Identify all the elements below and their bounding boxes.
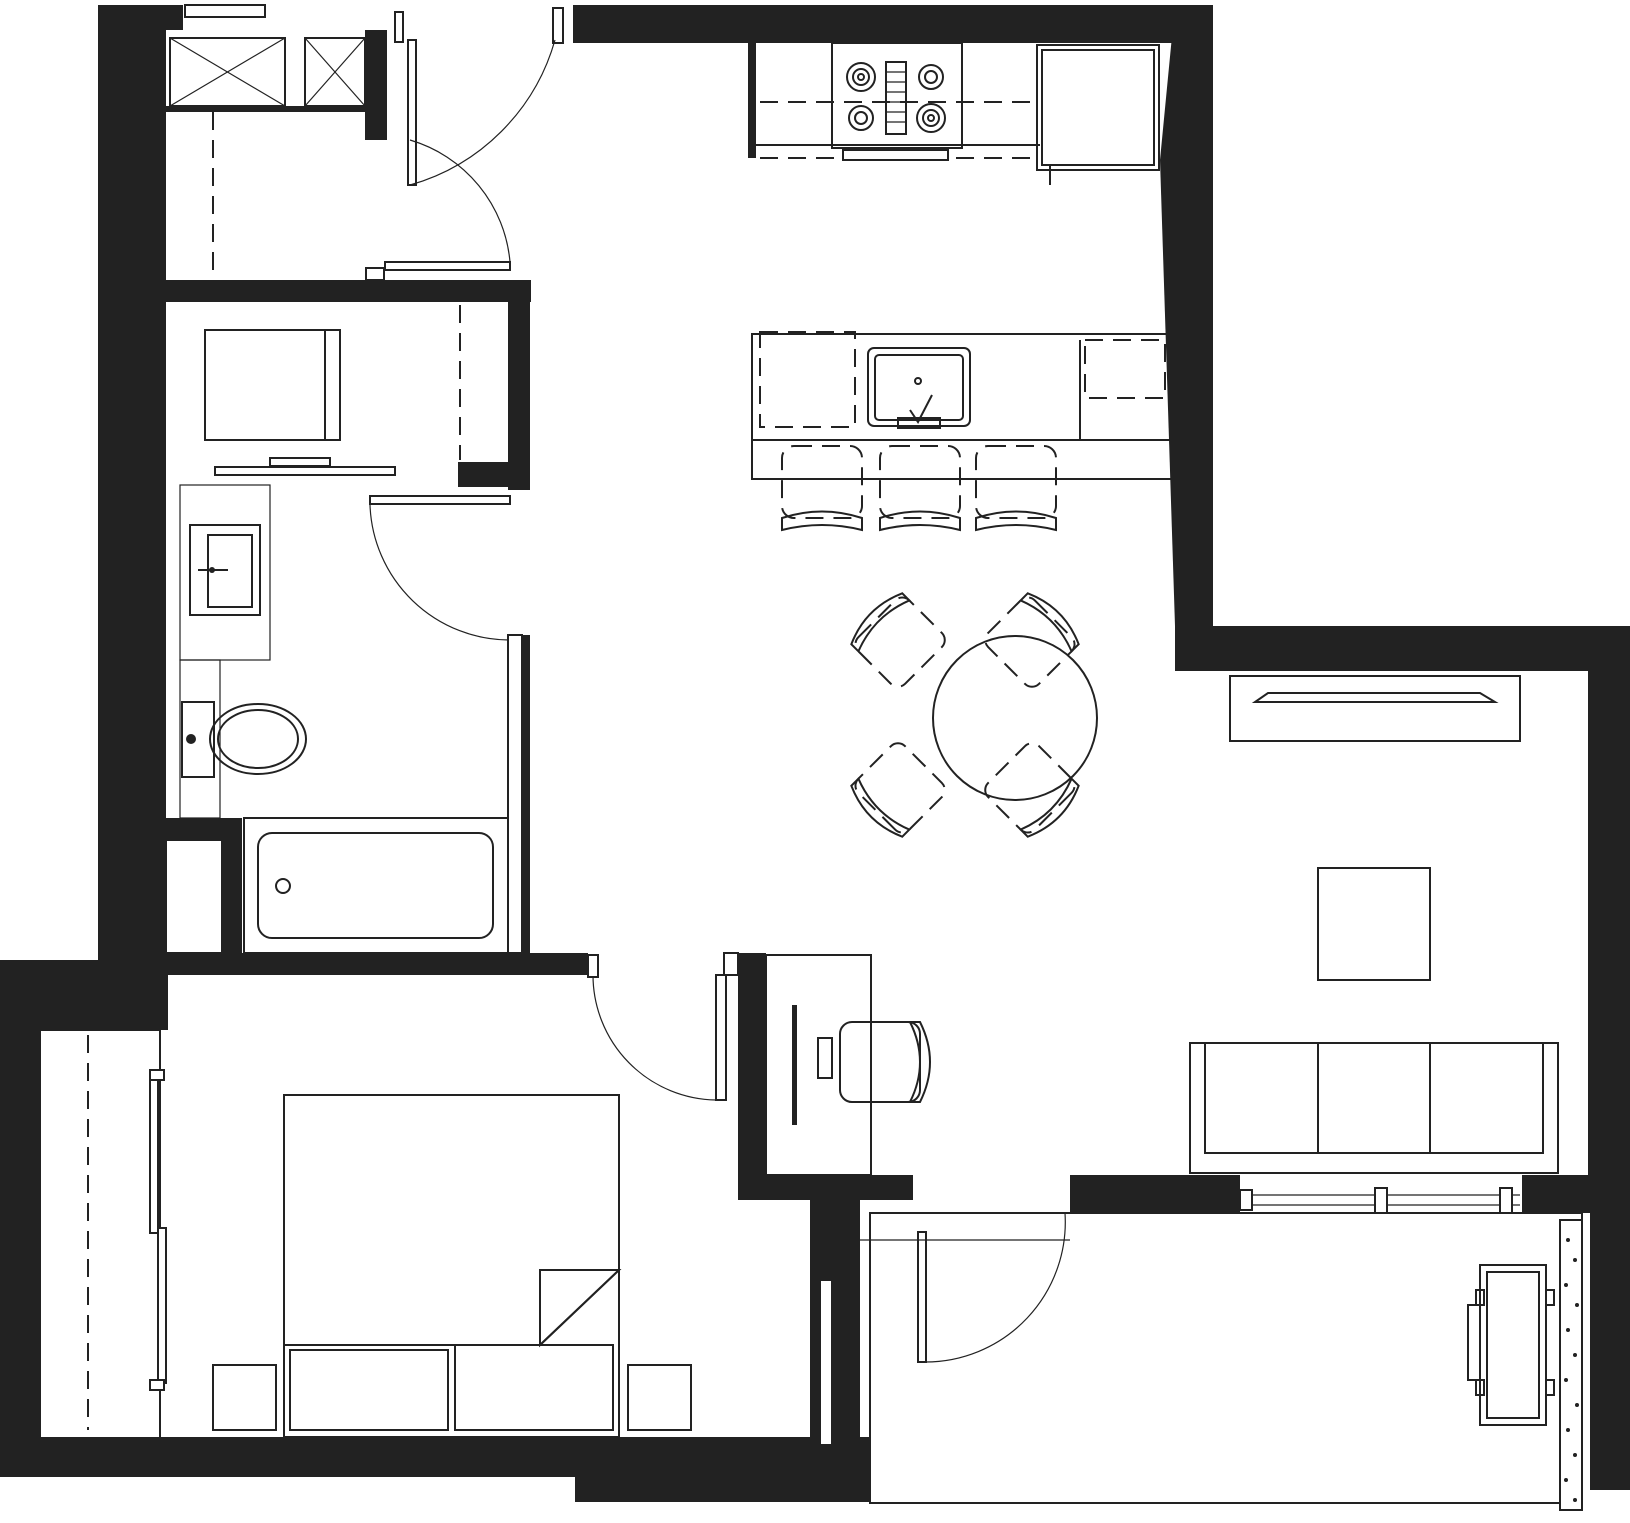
wall-bath-closet-side — [222, 818, 242, 953]
wall-east-lower — [1588, 626, 1630, 1186]
entry-door-arc — [409, 39, 556, 186]
dining-set — [850, 592, 1098, 838]
bedroom-closet-door[interactable] — [149, 1077, 159, 1234]
wall-bedroom-north — [166, 953, 588, 975]
wall-south-step — [575, 1477, 870, 1502]
vanity-counter — [179, 484, 271, 661]
monitor — [792, 1005, 797, 1125]
wall-step — [1175, 626, 1630, 671]
wall-bedroom-south — [0, 1437, 870, 1477]
sofa — [1189, 1042, 1559, 1174]
planter-gravel — [1564, 1238, 1579, 1502]
refrigerator — [1036, 44, 1160, 171]
entry-door-leaf[interactable] — [552, 7, 564, 44]
balcony-chair — [1467, 1304, 1481, 1381]
toilet-bowl — [209, 703, 307, 775]
wall-den-west — [738, 953, 766, 1200]
wall-den-south — [738, 1175, 913, 1200]
bathtub — [243, 817, 509, 954]
wall-west-lower-side — [0, 960, 40, 1440]
nightstand-right — [627, 1364, 692, 1431]
wall-bath-east-top — [508, 280, 530, 490]
desk — [765, 954, 872, 1176]
wall-closet-bottom — [166, 280, 531, 302]
wall-laundry-stub — [458, 462, 510, 487]
balcony-table — [1479, 1264, 1547, 1426]
balcony — [819, 1186, 1630, 1511]
interior-walls — [166, 280, 1630, 1213]
den-desk — [587, 952, 931, 1176]
pillow-left — [289, 1349, 449, 1431]
dining-table — [932, 635, 1098, 801]
laundry-door[interactable] — [214, 466, 396, 476]
kitchen — [748, 42, 1160, 185]
toilet-tank — [181, 701, 215, 778]
exterior-walls — [0, 5, 1630, 1502]
island-sink — [867, 347, 971, 427]
bathroom — [165, 484, 523, 954]
pillow-right — [454, 1344, 614, 1431]
wall-living-south-mid — [1070, 1175, 1240, 1213]
laundry-closet — [204, 305, 511, 505]
media-console — [1229, 675, 1521, 742]
island-cabinet — [1084, 339, 1166, 399]
dishwasher — [759, 331, 856, 428]
kitchen-island — [751, 331, 1176, 532]
closet-door-panel[interactable] — [407, 39, 417, 186]
living-room — [1189, 675, 1559, 1174]
bath-door-arc — [369, 504, 511, 641]
sink — [189, 524, 261, 616]
wall-north-left — [98, 5, 183, 30]
wall-east-upper-b — [1175, 5, 1213, 670]
coffee-table — [1317, 867, 1431, 981]
entry-door[interactable] — [409, 7, 564, 263]
washer — [204, 329, 341, 441]
television — [1251, 692, 1499, 703]
bed — [283, 1094, 622, 1438]
bedroom — [39, 1029, 692, 1439]
wall-north-main — [573, 5, 1213, 43]
bar-stools — [781, 445, 1057, 532]
entry-closet — [166, 4, 511, 281]
nightstand-left — [212, 1364, 277, 1431]
range — [831, 42, 963, 149]
desk-chair — [839, 1021, 921, 1103]
balcony-door[interactable] — [917, 1231, 927, 1363]
island-counter — [751, 333, 1176, 480]
wall-west-upper — [98, 5, 166, 960]
wall-balcony-west — [810, 1180, 860, 1442]
